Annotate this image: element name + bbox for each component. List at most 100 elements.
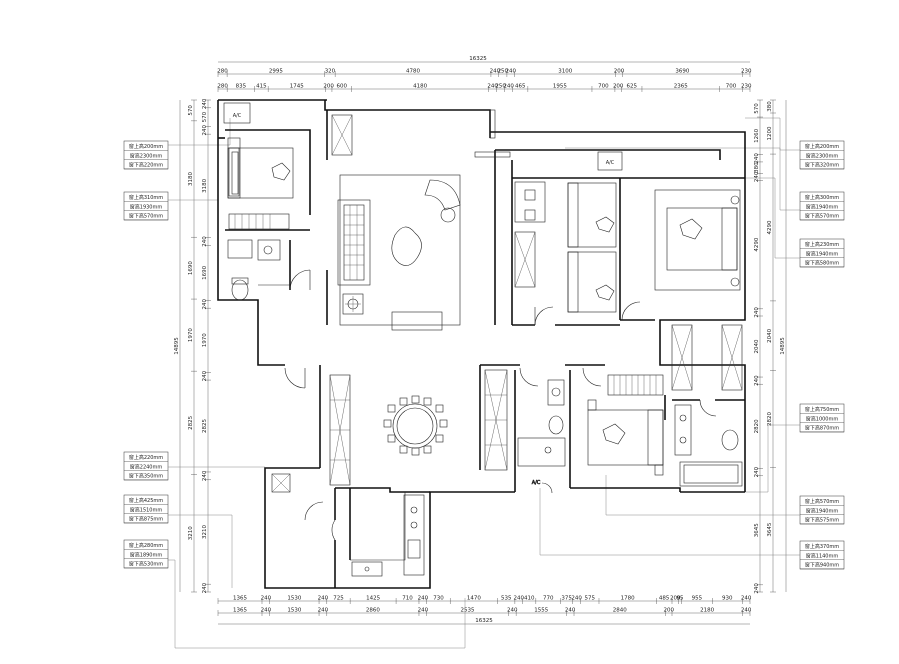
bottom-dim-label: 1530 bbox=[287, 596, 301, 602]
callout-text: 窗高2240mm bbox=[130, 463, 163, 470]
callout-text: 窗下高875mm bbox=[129, 516, 163, 523]
master-rug-icon bbox=[654, 189, 741, 291]
right-dim-label: 3645 bbox=[754, 523, 760, 537]
callout-text: 窗下高350mm bbox=[129, 473, 163, 480]
bottom-dim-label: 240 bbox=[418, 596, 429, 602]
callout-text: 窗上高280mm bbox=[129, 542, 163, 549]
ac-unit-master-icon bbox=[597, 151, 623, 171]
bathtub-icon bbox=[679, 461, 743, 487]
bottom-total-dim: 16325 bbox=[475, 618, 493, 624]
right-dim-label: 240 bbox=[754, 307, 760, 318]
callout-text: 窗上高300mm bbox=[805, 194, 839, 201]
top-dim-label: 625 bbox=[626, 84, 637, 90]
left-dim-label: 3210 bbox=[202, 524, 208, 538]
shower-icon bbox=[227, 239, 253, 259]
side-table-round-icon bbox=[440, 207, 456, 223]
top-dim-label: 3690 bbox=[675, 69, 689, 75]
callout-text: 窗上高750mm bbox=[805, 406, 839, 413]
sofa-icon bbox=[337, 199, 371, 286]
callout-text: 窗高1940mm bbox=[806, 250, 839, 257]
nightstand-icon bbox=[730, 277, 740, 287]
right-dim-label: 570 bbox=[754, 103, 760, 114]
window-callout-box bbox=[799, 403, 845, 433]
top-dim-label: 200 bbox=[613, 84, 624, 90]
callout-text: 窗上高200mm bbox=[129, 143, 163, 150]
doors: A/C bbox=[284, 269, 717, 541]
double-bed-lower-icon bbox=[587, 409, 664, 466]
callout-text: 窗高1930mm bbox=[130, 203, 163, 210]
callout-text: 窗上高200mm bbox=[805, 143, 839, 150]
floor-lamp-icon bbox=[342, 293, 364, 315]
callout-text: 窗下高575mm bbox=[805, 517, 839, 524]
right-dim-label: 240 bbox=[754, 466, 760, 477]
callout-text: 窗下高570mm bbox=[129, 213, 163, 220]
top-dim-label: 2365 bbox=[674, 84, 688, 90]
single-bed-upper-icon bbox=[567, 182, 617, 248]
toilet-ensuite-icon bbox=[721, 429, 739, 451]
bottom-dim-label: 730 bbox=[433, 596, 444, 602]
top-dim-label: 250 bbox=[498, 69, 509, 75]
right-dim-label: 380 bbox=[767, 101, 773, 112]
left-dim-label: 570 bbox=[202, 111, 208, 122]
top-dim-label: 200 bbox=[614, 69, 625, 75]
top-dim-label: 240 bbox=[490, 69, 501, 75]
callout-text: 窗高1510mm bbox=[130, 506, 163, 513]
single-bed-lower-icon bbox=[567, 251, 617, 313]
stove-icon bbox=[410, 506, 418, 514]
bottom-dim-label: 1530 bbox=[287, 608, 301, 614]
bottom-dim-label: 1365 bbox=[233, 596, 247, 602]
window-callout-box bbox=[123, 191, 169, 221]
bottom-dim-label: 535 bbox=[501, 596, 512, 602]
left-dim-label: 240 bbox=[202, 236, 208, 247]
callout-text: 窗下高570mm bbox=[805, 213, 839, 220]
bottom-dim-label: 240 bbox=[513, 596, 524, 602]
bottom-dim-label: 240 bbox=[261, 608, 272, 614]
bottom-dim-label: 1555 bbox=[534, 608, 548, 614]
sink-icon bbox=[257, 239, 281, 261]
right-dim-label: 380 bbox=[754, 162, 760, 173]
top-dim-label: 600 bbox=[337, 84, 348, 90]
callout-leaders bbox=[168, 117, 800, 649]
window-callouts-left: 窗上高200mm窗高2300mm窗下高220mm窗上高310mm窗高1930mm… bbox=[123, 140, 169, 569]
top-dim-label: 2995 bbox=[269, 69, 283, 75]
right-dim-label: 1260 bbox=[754, 128, 760, 142]
shower-tray-icon bbox=[517, 437, 566, 467]
dining-area bbox=[329, 369, 508, 486]
bottom-dim-label: 240 bbox=[565, 608, 576, 614]
balcony bbox=[474, 109, 511, 158]
bottom-dim-label: 725 bbox=[333, 596, 344, 602]
top-dim-label: 415 bbox=[256, 84, 267, 90]
callout-text: 窗上高370mm bbox=[805, 543, 839, 550]
nightstand-icon bbox=[730, 195, 740, 205]
top-dim-label: 230 bbox=[741, 69, 752, 75]
top-dim-label: 700 bbox=[598, 84, 609, 90]
callout-text: 窗上高425mm bbox=[129, 497, 163, 504]
callout-text: 窗高2300mm bbox=[806, 152, 839, 159]
bottom-dim-label: 1780 bbox=[621, 596, 635, 602]
callout-text: 窗下高940mm bbox=[805, 562, 839, 569]
callout-text: 窗高1140mm bbox=[806, 552, 839, 559]
ensuite-bath bbox=[674, 404, 743, 487]
bottom-dim-label: 200 bbox=[670, 596, 681, 602]
ac-label-master: A/C bbox=[606, 160, 615, 166]
left-dim-label: 3210 bbox=[188, 526, 194, 540]
bottom-dim-label: 575 bbox=[584, 596, 595, 602]
coffee-table-icon bbox=[391, 226, 422, 266]
living-room bbox=[331, 114, 461, 331]
toilet-icon bbox=[231, 279, 249, 301]
bottom-dim-label: 375 bbox=[561, 596, 572, 602]
top-dim-label: 1745 bbox=[290, 84, 304, 90]
callout-text: 窗高1940mm bbox=[806, 507, 839, 514]
right-dim-label: 2040 bbox=[767, 328, 773, 342]
window-callouts-right: 窗上高200mm窗高2300mm窗下高320mm窗上高300mm窗高1940mm… bbox=[799, 140, 845, 570]
left-dim-label: 240 bbox=[202, 370, 208, 381]
armchair-icon bbox=[424, 179, 461, 211]
left-dim-label: 2825 bbox=[188, 415, 194, 429]
bedroom-middle bbox=[514, 181, 617, 313]
fridge-icon bbox=[271, 473, 291, 493]
king-bed-icon bbox=[666, 207, 738, 271]
bedroom-lower-right bbox=[587, 374, 664, 476]
